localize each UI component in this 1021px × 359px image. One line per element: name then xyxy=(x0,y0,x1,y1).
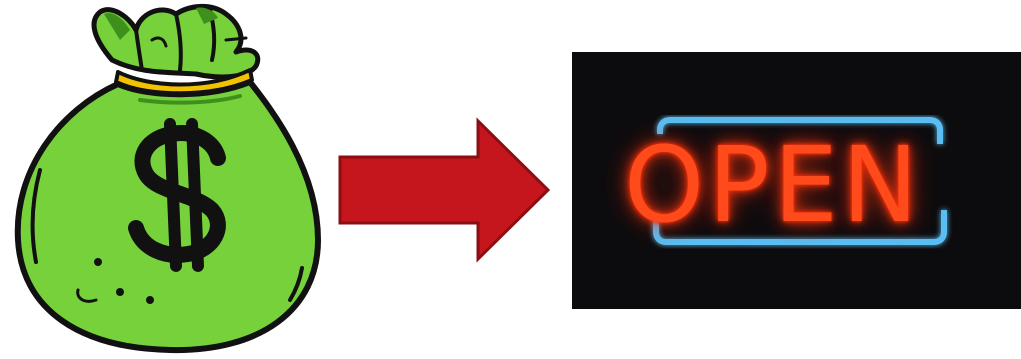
money-bag-icon xyxy=(14,4,321,354)
open-sign-text: OPEN xyxy=(624,124,923,246)
open-neon-sign: OPEN xyxy=(572,52,1021,309)
dollar-sign-icon xyxy=(128,118,226,272)
neon-frame xyxy=(619,117,963,245)
right-arrow-icon xyxy=(338,117,551,263)
